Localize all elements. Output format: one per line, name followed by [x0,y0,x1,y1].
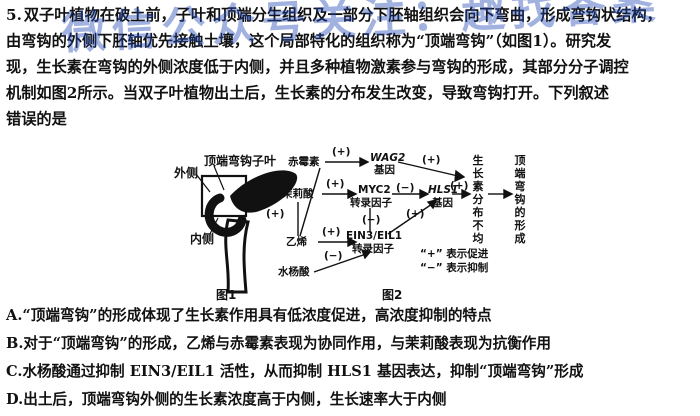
sign-ja-myc2: (+) [326,178,345,190]
answer-options: A.“顶端弯钩”的形成体现了生长素作用具有低浓度促进，高浓度抑制的特点 B.对于… [6,302,696,414]
sign-ein3-hls1: (+) [406,208,425,220]
stem-line-2: 由弯钩的外侧下胚轴优先接触土壤，这个局部特化的组织称为“顶端弯钩”（如图1）。研… [6,32,612,50]
sign-wag2-auxin: (+) [422,154,441,166]
node-wag2-sub: 基因 [374,164,395,176]
figure2-caption: 图2 [382,288,403,302]
node-hls1: HLS1 [428,184,459,196]
node-salicylic-acid: 水杨酸 [278,266,310,278]
sign-eth-ein3: (+) [322,226,341,238]
seedling-illustration [195,156,514,294]
node-ein3: EIN3/EIL1 [346,230,403,242]
question-stem: 5.双子叶植物在破土前，子叶和顶端分生组织及一部分下胚轴组织会向下弯曲，形成弯钩… [6,2,696,132]
hypocotyl-shape [224,218,250,294]
label-inner: 内侧 [190,232,215,246]
node-wag2: WAG2 [370,152,406,164]
node-ethylene: 乙烯 [286,236,307,248]
stem-line-4: 机制如图2所示。当双子叶植物出土后，生长素的分布发生改变，导致弯钩打开。下列叙述 [6,84,609,102]
node-hook-formation: 顶端弯钩的形成 [514,154,526,245]
option-a[interactable]: A.“顶端弯钩”的形成体现了生长素作用具有低浓度促进，高浓度抑制的特点 [6,307,492,324]
node-jasmonic-acid: 茉莉酸 [282,188,314,200]
figure1-caption: 图1 [216,288,237,302]
sign-sa-ein3: (−) [324,250,343,262]
question-number: 5. [6,6,22,24]
legend-promote: “+” 表示促进 [420,248,489,260]
sign-ja-eth: (+) [266,208,285,220]
cotyledon-shape [230,170,298,213]
node-myc2: MYC2 [358,184,391,196]
option-d[interactable]: D.出土后，顶端弯钩外侧的生长素浓度高于内侧，生长速率大于内侧 [6,391,447,408]
hook-shape [204,193,247,237]
label-outer: 外侧 [174,166,199,180]
sign-hls1-auxin: (+) [450,180,469,192]
node-ein3-sub: 转录因子 [352,243,394,255]
option-b[interactable]: B.对于“顶端弯钩”的形成，乙烯与赤霉素表现为协同作用，与茉莉酸表现为抗衡作用 [6,335,551,352]
figure-area: 外侧 顶端弯钩 子叶 内侧 图1 赤霉素 (+) WAG2 基因 (+) 茉莉酸… [170,146,530,302]
sign-ga-wag2: (+) [332,146,351,158]
stem-line-3: 现，生长素在弯钩的外侧浓度低于内侧，并且多种植物激素参与弯钩的形成，其部分分子调… [6,58,629,76]
node-myc2-sub: 转录因子 [350,197,392,209]
node-auxin-distribution: 生长素分布不均 [472,154,484,245]
node-gibberellin: 赤霉素 [288,156,320,168]
node-hls1-sub: 基因 [432,197,453,209]
option-c[interactable]: C.水杨酸通过抑制 EIN3/EIL1 活性，从而抑制 HLS1 基因表达，抑制… [6,363,584,380]
stem-line-5: 错误的是 [6,110,67,128]
legend-inhibit: “−” 表示抑制 [420,262,489,274]
sign-eth-myc2: (−) [362,214,381,226]
stem-line-1: 5.双子叶植物在破土前，子叶和顶端分生组织及一部分下胚轴组织会向下弯曲，形成弯钩… [6,6,662,24]
label-hook: 顶端弯钩 [204,154,253,168]
label-cotyledon: 子叶 [252,154,277,168]
pathway-arrows [297,156,514,273]
sign-myc2-hls1: (−) [396,182,415,194]
